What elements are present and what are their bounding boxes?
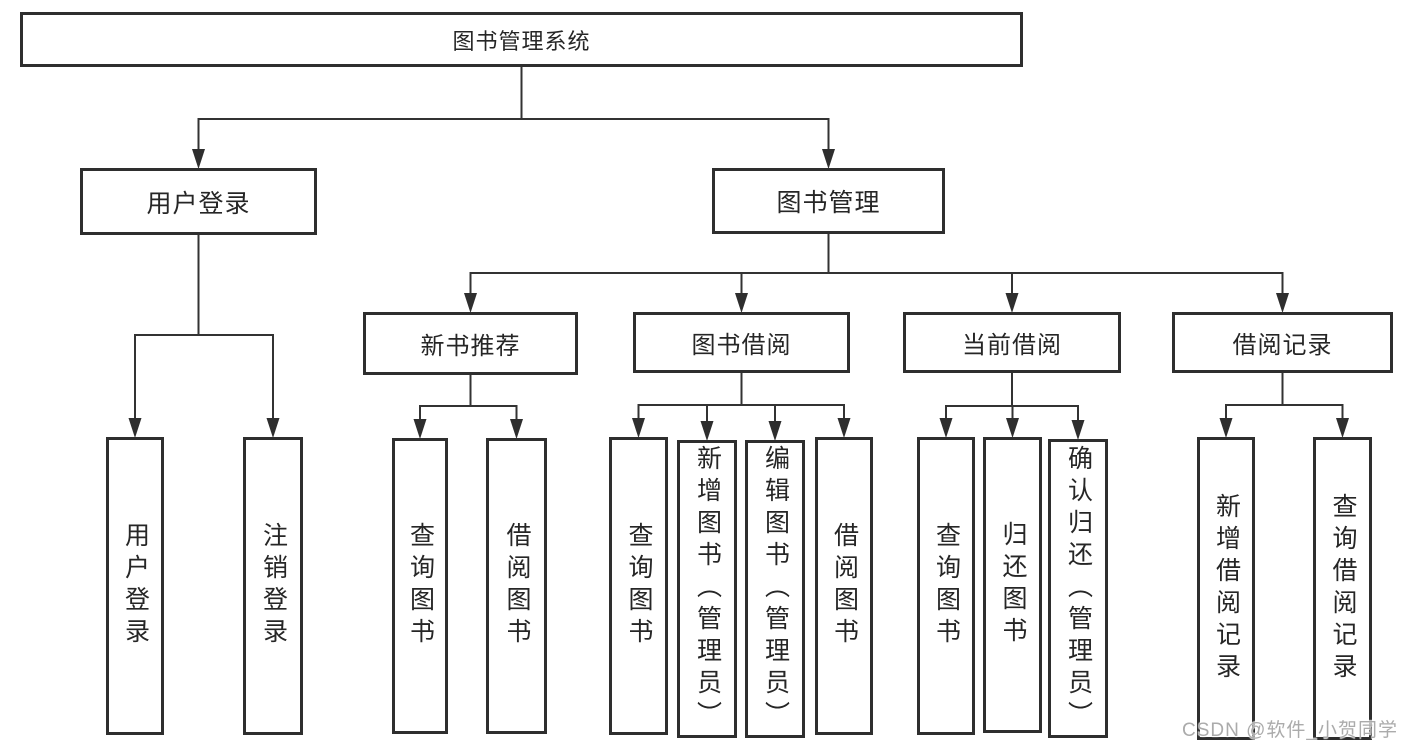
node-new-book-recommendation-label: 新书推荐 [420, 333, 521, 360]
leaf-edit-books-admin-label: 编辑图书（管理员） [761, 445, 790, 733]
leaf-add-borrow-record: 新增借阅记录 [1197, 437, 1255, 740]
node-library-management-system-label: 图书管理系统 [452, 28, 591, 54]
node-book-management: 图书管理 [712, 168, 945, 234]
leaf-query-books-3: 查询图书 [917, 437, 975, 735]
leaf-query-borrow-record-label: 查询借阅记录 [1329, 492, 1357, 685]
leaf-edit-books-admin: 编辑图书（管理员） [745, 440, 805, 738]
leaf-query-books-1: 查询图书 [392, 438, 448, 734]
arrowhead-icon [510, 419, 523, 439]
leaf-user-login: 用户登录 [106, 437, 164, 735]
arrowhead-icon [1336, 418, 1349, 438]
leaf-query-books-2-label: 查询图书 [625, 522, 653, 650]
arrowhead-icon [464, 293, 477, 313]
leaf-borrow-books-2-label: 借阅图书 [830, 522, 859, 650]
arrowhead-icon [1276, 293, 1289, 313]
arrowhead-icon [939, 418, 953, 438]
arrowhead-icon [735, 293, 748, 313]
arrowhead-icon [266, 418, 280, 438]
leaf-logout: 注销登录 [243, 437, 303, 735]
arrowhead-icon [768, 421, 782, 441]
node-book-borrowing: 图书借阅 [633, 312, 850, 373]
leaf-query-books-2: 查询图书 [609, 437, 668, 735]
leaf-user-login-label: 用户登录 [121, 522, 150, 650]
node-borrowing-records-label: 借阅记录 [1232, 332, 1333, 359]
arrowhead-icon [822, 149, 835, 169]
arrowhead-icon [1005, 293, 1019, 313]
leaf-add-books-admin: 新增图书（管理员） [677, 440, 737, 738]
leaf-borrow-books-2: 借阅图书 [815, 437, 873, 735]
node-library-management-system: 图书管理系统 [20, 12, 1023, 67]
leaf-logout-label: 注销登录 [259, 522, 288, 650]
node-book-management-label: 图书管理 [776, 189, 881, 217]
node-user-login-label: 用户登录 [146, 189, 251, 218]
node-user-login: 用户登录 [80, 168, 317, 235]
leaf-confirm-return-admin-label: 确认归还（管理员） [1064, 444, 1093, 733]
leaf-confirm-return-admin: 确认归还（管理员） [1048, 439, 1108, 738]
leaf-return-books: 归还图书 [983, 437, 1042, 733]
arrowhead-icon [1219, 418, 1233, 438]
node-borrowing-records: 借阅记录 [1172, 312, 1393, 373]
leaf-query-books-1-label: 查询图书 [406, 522, 435, 650]
arrowhead-icon [413, 419, 427, 439]
arrowhead-icon [1071, 420, 1085, 440]
node-book-borrowing-label: 图书借阅 [691, 332, 792, 359]
leaf-return-books-label: 归还图书 [999, 521, 1027, 649]
leaf-add-borrow-record-label: 新增借阅记录 [1212, 492, 1241, 685]
arrowhead-icon [837, 418, 851, 438]
arrowhead-icon [632, 418, 645, 438]
leaf-borrow-books-1: 借阅图书 [486, 438, 547, 734]
arrowhead-icon [1006, 418, 1019, 438]
node-new-book-recommendation: 新书推荐 [363, 312, 578, 375]
node-current-borrowing-label: 当前借阅 [962, 332, 1062, 359]
arrowhead-icon [192, 149, 205, 169]
arrowhead-icon [700, 421, 714, 441]
watermark: CSDN @软件_小贺同学 [1182, 720, 1398, 741]
leaf-query-books-3-label: 查询图书 [932, 522, 961, 650]
node-current-borrowing: 当前借阅 [903, 312, 1121, 373]
leaf-query-borrow-record: 查询借阅记录 [1313, 437, 1372, 740]
arrowhead-icon [128, 418, 142, 438]
leaf-borrow-books-1-label: 借阅图书 [503, 522, 531, 650]
leaf-add-books-admin-label: 新增图书（管理员） [693, 445, 722, 733]
